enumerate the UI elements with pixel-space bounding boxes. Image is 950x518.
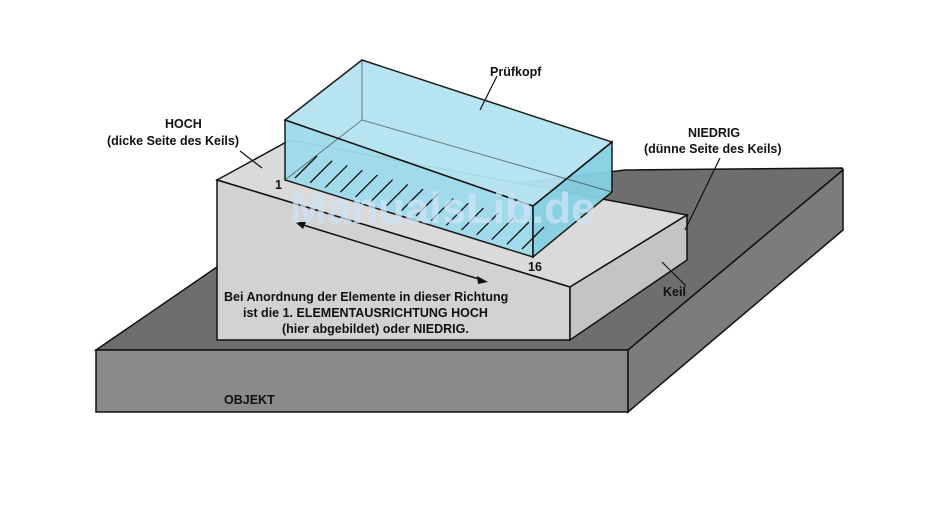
element-last-label: 16 xyxy=(528,260,542,274)
watermark: ManualsLib.de xyxy=(290,184,596,233)
wedge-label: Keil xyxy=(663,285,686,299)
caption-line-2: ist die 1. ELEMENTAUSRICHTUNG HOCH xyxy=(243,306,488,320)
high-title: HOCH xyxy=(165,117,202,131)
high-subtitle: (dicke Seite des Keils) xyxy=(107,134,239,148)
object-front-face xyxy=(96,350,628,412)
element-first-label: 1 xyxy=(275,178,282,192)
caption-line-3: (hier abgebildet) oder NIEDRIG. xyxy=(282,322,469,336)
probe-label: Prüfkopf xyxy=(490,65,542,79)
low-subtitle: (dünne Seite des Keils) xyxy=(644,142,782,156)
low-title: NIEDRIG xyxy=(688,126,740,140)
caption-line-1: Bei Anordnung der Elemente in dieser Ric… xyxy=(224,290,508,304)
object-label: OBJEKT xyxy=(224,393,275,407)
